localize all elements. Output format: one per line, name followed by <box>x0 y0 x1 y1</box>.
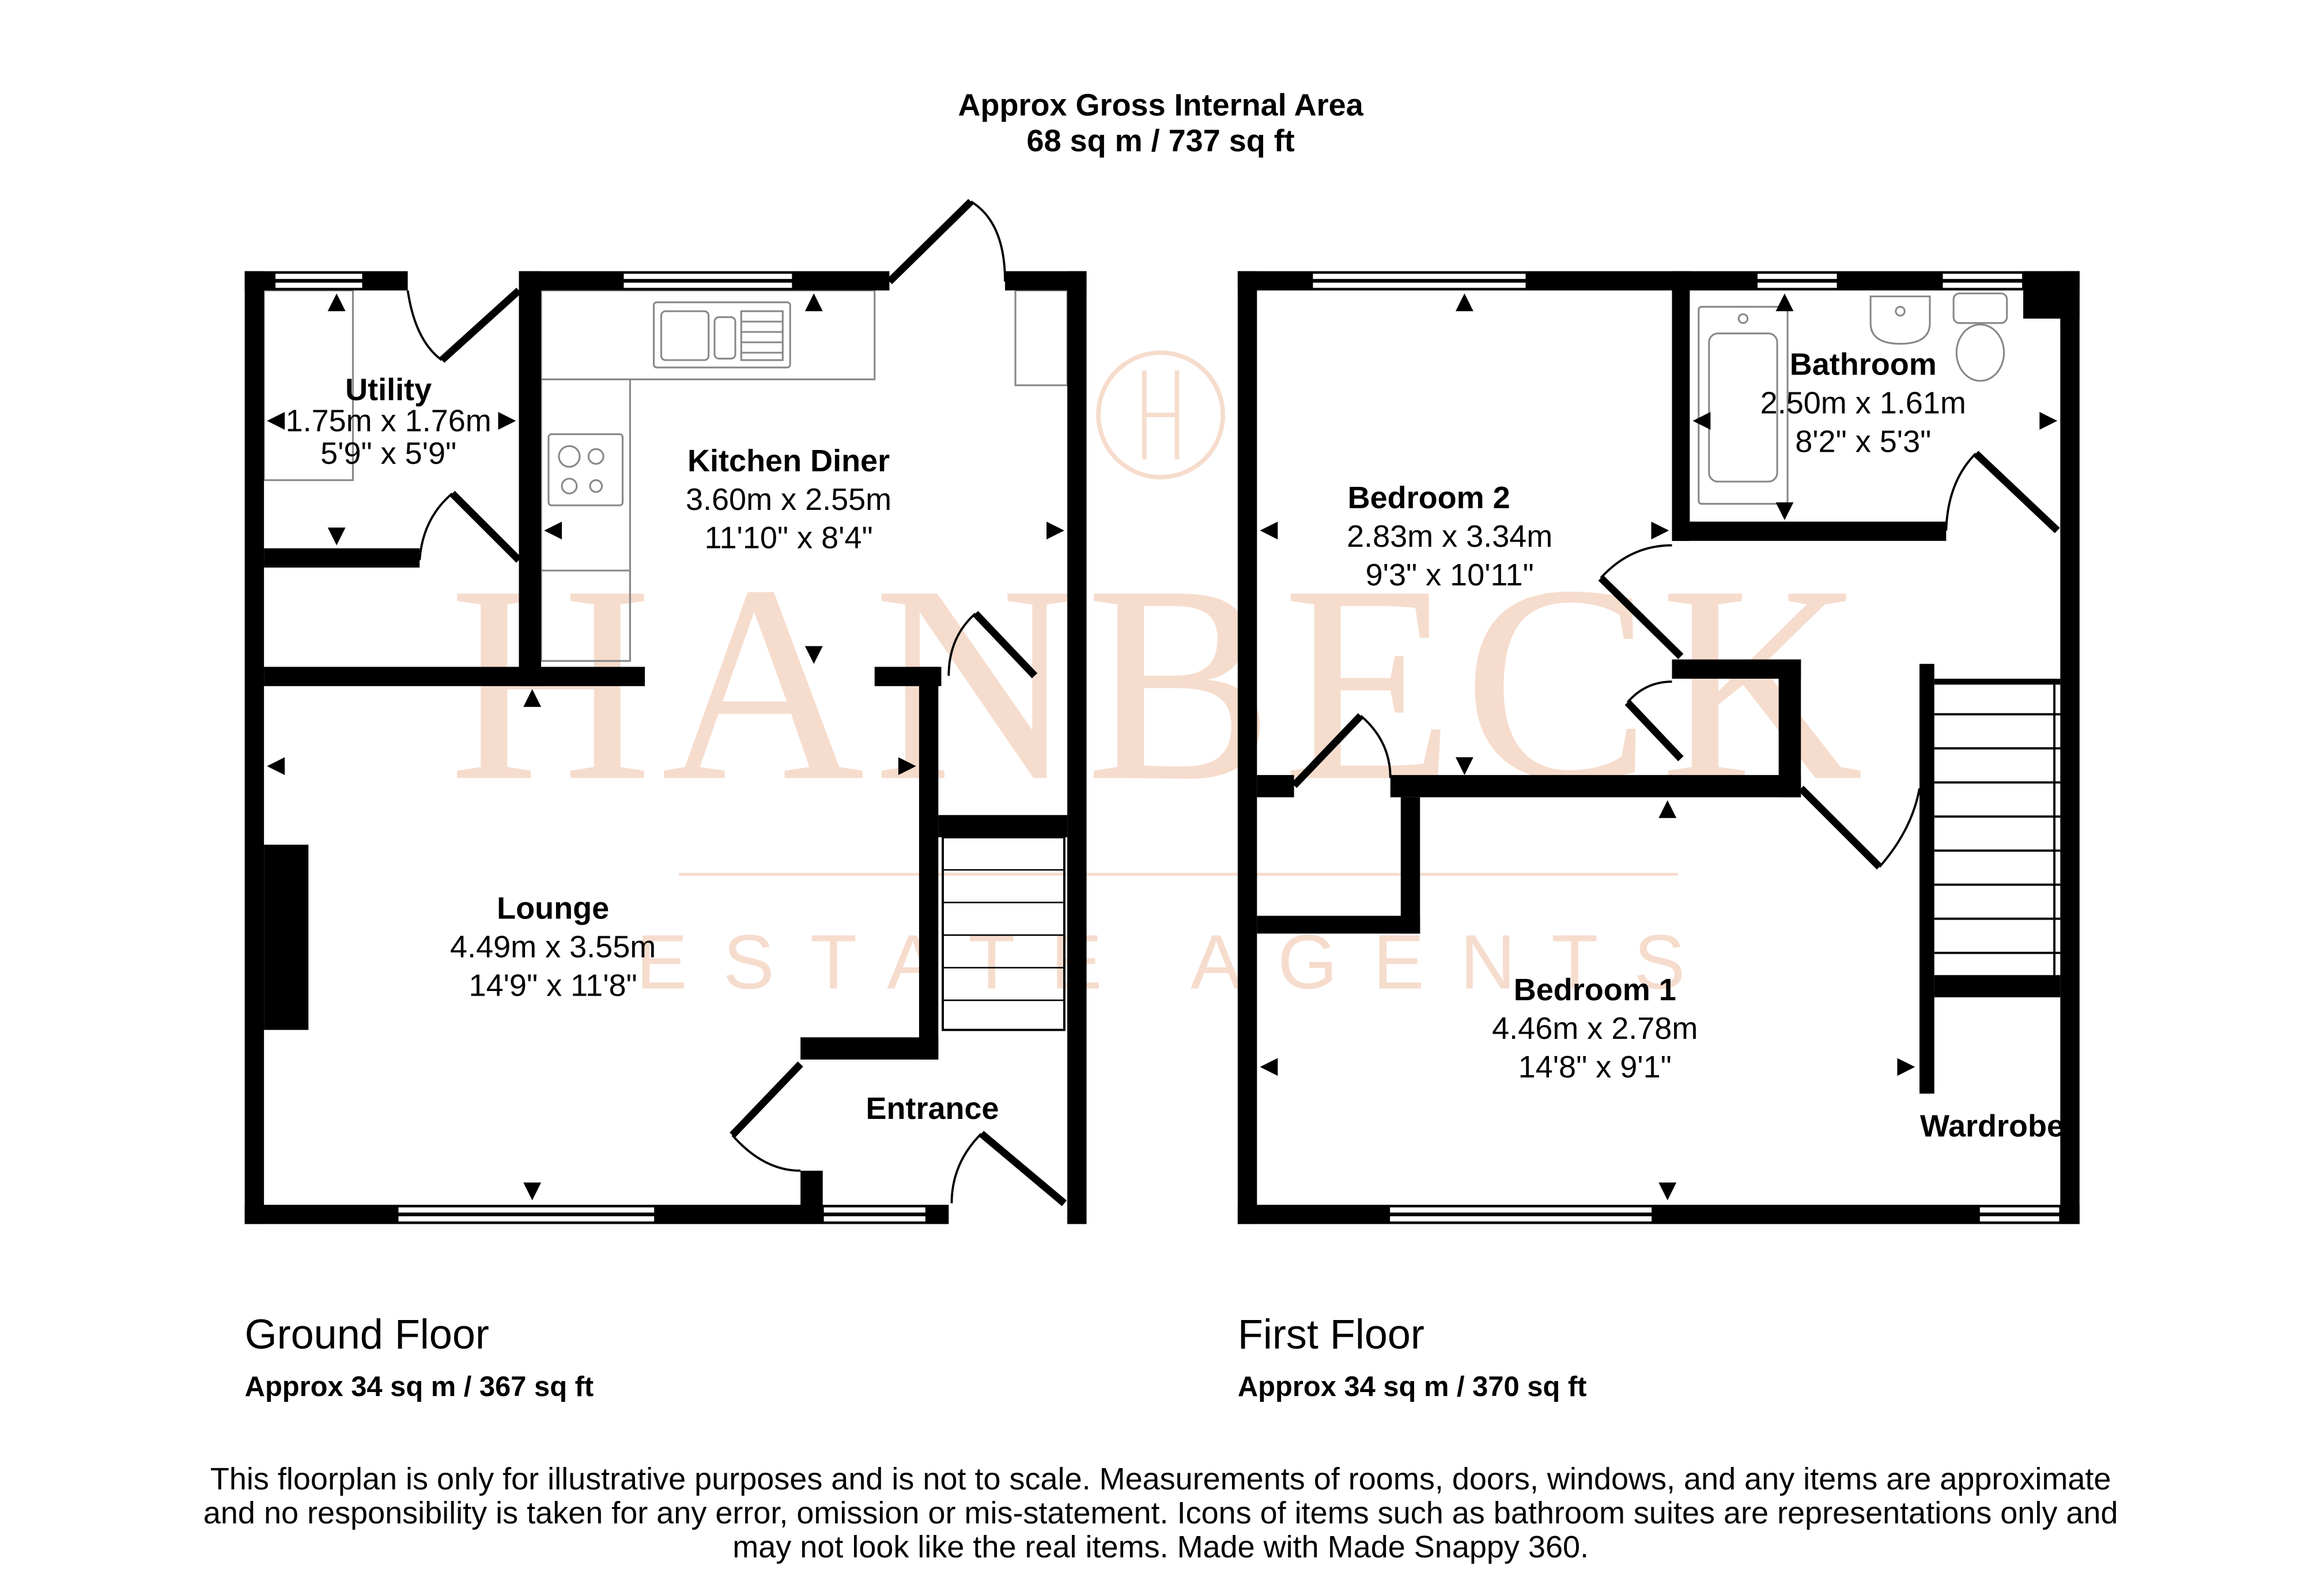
window <box>1310 271 1528 290</box>
chimney-breast <box>264 845 309 1030</box>
room-metric-bedroom-1: 4.46m x 2.78m <box>1492 1011 1698 1046</box>
door <box>1798 785 1921 870</box>
window <box>1755 271 1839 290</box>
door <box>406 288 522 363</box>
window <box>1388 1205 1654 1224</box>
watermark: HANBECK ESTATE AGENTS <box>449 350 1864 1005</box>
first-floor-plan: Bedroom 2 2.83m x 3.34m 9'3" x 10'11" Ba… <box>1237 271 2080 1224</box>
ground-floor-title: Ground Floor <box>245 1311 489 1357</box>
room-name-kitchen-diner: Kitchen Diner <box>687 444 890 478</box>
disclaimer-line-3: may not look like the real items. Made w… <box>732 1530 1589 1564</box>
door <box>418 490 522 563</box>
room-name-bedroom-2: Bedroom 2 <box>1348 481 1510 515</box>
door <box>886 199 1007 285</box>
window <box>621 271 795 290</box>
room-name-entrance: Entrance <box>866 1091 999 1126</box>
first-floor-title: First Floor <box>1238 1311 1424 1357</box>
room-name-bedroom-1: Bedroom 1 <box>1514 973 1676 1007</box>
room-name-bathroom: Bathroom <box>1790 347 1937 382</box>
window <box>273 271 365 290</box>
door <box>1945 451 2060 534</box>
room-name-lounge: Lounge <box>497 891 609 926</box>
room-metric-lounge: 4.49m x 3.55m <box>450 929 656 964</box>
gross-area-value: 68 sq m / 737 sq ft <box>1027 123 1295 158</box>
door <box>1291 713 1392 788</box>
staircase <box>942 836 1065 1031</box>
watermark-tagline: ESTATE AGENTS <box>636 919 1721 1005</box>
window <box>821 1205 928 1224</box>
basin-icon <box>1869 295 1931 345</box>
door <box>947 611 1038 679</box>
disclaimer-line-2: and no responsibility is taken for any e… <box>203 1496 2118 1530</box>
door <box>730 1061 803 1172</box>
door <box>950 1130 1067 1207</box>
door <box>1624 680 1684 762</box>
room-imperial-utility: 5'9" x 5'9" <box>320 436 456 471</box>
window <box>396 1205 657 1224</box>
dimension-arrows <box>267 293 1064 1201</box>
room-imperial-bedroom-2: 9'3" x 10'11" <box>1366 558 1534 592</box>
staircase <box>1934 678 2061 997</box>
watermark-logo-icon <box>1096 350 1226 480</box>
room-metric-bathroom: 2.50m x 1.61m <box>1760 386 1966 421</box>
window <box>1977 1205 2062 1224</box>
room-metric-bedroom-2: 2.83m x 3.34m <box>1347 519 1552 554</box>
room-imperial-kitchen-diner: 11'10" x 8'4" <box>705 521 873 555</box>
bath-icon <box>1698 305 1789 505</box>
room-metric-kitchen-diner: 3.60m x 2.55m <box>686 482 891 517</box>
toilet-icon <box>1952 292 2008 382</box>
sink-icon <box>652 301 791 369</box>
door <box>1598 544 1684 659</box>
disclaimer-line-1: This floorplan is only for illustrative … <box>210 1462 2111 1496</box>
room-imperial-lounge: 14'9" x 11'8" <box>469 968 637 1003</box>
dimension-arrows <box>1260 293 2058 1201</box>
ground-floor-area: Approx 34 sq m / 367 sq ft <box>245 1371 594 1402</box>
hob-icon <box>547 433 624 506</box>
window <box>1940 271 2024 290</box>
ground-floor-plan: Utility 1.75m x 1.76m 5'9" x 5'9" Kitche… <box>244 199 1087 1224</box>
first-floor-area: Approx 34 sq m / 370 sq ft <box>1238 1371 1587 1402</box>
room-imperial-bedroom-1: 14'8" x 9'1" <box>1518 1050 1672 1084</box>
gross-area-title: Approx Gross Internal Area <box>958 88 1364 123</box>
room-name-utility: Utility <box>345 372 432 407</box>
room-name-wardrobe: Wardrobe <box>1920 1109 2064 1144</box>
room-metric-utility: 1.75m x 1.76m <box>286 403 492 438</box>
room-imperial-bathroom: 8'2" x 5'3" <box>1795 424 1931 459</box>
